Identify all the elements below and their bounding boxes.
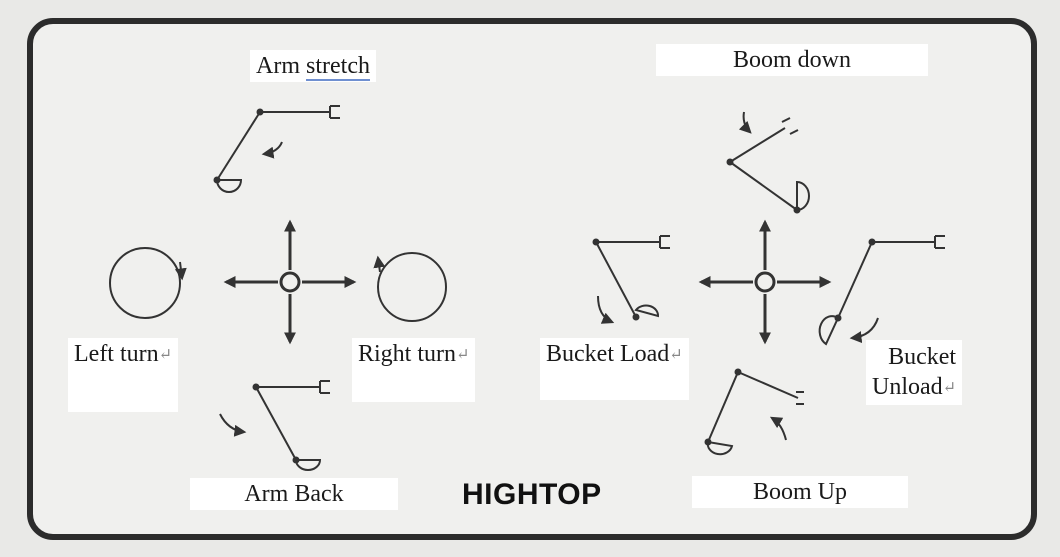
label-arm-back: Arm Back (190, 478, 398, 510)
label-arm-back-text: Arm Back (244, 481, 344, 507)
label-bucket-unload: Bucket Unload↵ (866, 340, 963, 406)
left-joystick-icon (223, 219, 357, 345)
label-arm-stretch: Arm stretch (250, 50, 376, 82)
label-boom-down: Boom down (656, 44, 928, 76)
label-boom-up-text: Boom Up (752, 479, 847, 505)
label-arm-stretch-word2: stretch (306, 53, 370, 81)
boom-down-icon (726, 111, 810, 214)
label-boom-down-text: Boom down (732, 47, 851, 73)
label-right-turn-text: Right turn (358, 341, 457, 367)
label-boom-up: Boom Up (692, 476, 908, 508)
label-bucket-load: Bucket Load↵ (540, 338, 689, 400)
brand-logo-text: HIGHTOP (462, 478, 602, 511)
return-mark-icon: ↵ (158, 346, 173, 364)
return-mark-icon: ↵ (456, 346, 470, 364)
left-turn-icon (109, 247, 187, 319)
label-left-turn: Left turn↵ (68, 338, 179, 412)
arm-stretch-icon (213, 105, 340, 193)
right-joystick-icon (698, 219, 832, 345)
label-arm-stretch-word1: Arm (256, 53, 306, 79)
bucket-unload-icon (818, 235, 945, 346)
return-mark-icon: ↵ (942, 379, 957, 397)
bucket-load-icon (592, 235, 670, 324)
boom-up-icon (704, 368, 804, 456)
label-right-turn: Right turn↵ (352, 338, 476, 402)
label-bucket-unload-line1: Bucket (888, 344, 957, 370)
label-bucket-load-text: Bucket Load (546, 341, 670, 367)
label-left-turn-text: Left turn (74, 341, 159, 367)
panel-frame (27, 18, 1037, 540)
arm-back-icon (219, 380, 330, 471)
label-bucket-unload-line2: Unload (872, 374, 943, 400)
return-mark-icon: ↵ (669, 346, 683, 364)
right-turn-icon (373, 252, 447, 322)
